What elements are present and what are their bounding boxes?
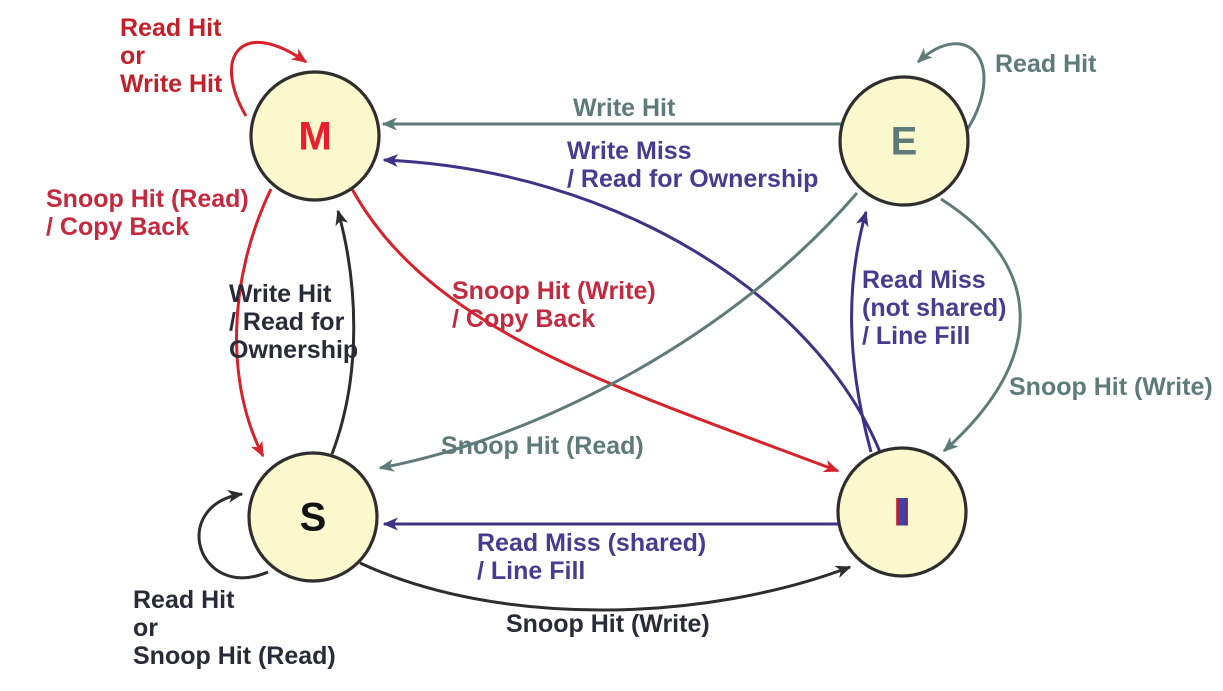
state-label-s: S [299,495,327,540]
edge-s-to-i [359,561,852,612]
label-i-to-e-read-miss-not-shared: Read Miss (not shared) / Line Fill [862,266,1007,350]
edge-e-to-i [940,197,1022,453]
state-node-s [247,451,379,583]
state-label-m: M [298,114,332,159]
label-s-to-m-write-hit-rfo: Write Hit / Read for Ownership [229,280,359,364]
state-label-e: E [890,119,918,164]
edge-s-to-m [330,209,356,455]
state-node-i [836,446,968,578]
label-s-self-read-hit-or-snoop-hit-read: Read Hit or Snoop Hit (Read) [133,586,336,670]
label-m-to-i-snoop-hit-write-copy-back: Snoop Hit (Write) / Copy Back [452,277,656,333]
edge-m-to-s [235,188,273,458]
edge-i-to-e [850,210,873,453]
edge-i-to-m [382,154,882,453]
label-e-to-i-snoop-hit-write: Snoop Hit (Write) [1009,373,1213,401]
edge-m-to-i [350,188,840,473]
state-node-m [249,70,381,202]
label-e-to-m-write-hit: Write Hit [573,94,676,122]
edge-m-self-loop [230,41,308,117]
state-label-i: I [896,490,908,535]
label-i-to-m-write-miss: Write Miss / Read for Ownership [567,137,819,193]
label-m-to-s-snoop-hit-read-copy-back: Snoop Hit (Read) / Copy Back [46,185,249,241]
label-m-self-read-or-write-hit: Read Hit or Write Hit [120,14,223,98]
edge-s-self-loop [197,489,269,580]
label-e-to-s-snoop-hit-read: Snoop Hit (Read) [441,432,644,460]
edge-e-to-s [378,192,859,472]
state-node-e [838,75,970,207]
label-i-to-s-read-miss-shared: Read Miss (shared) / Line Fill [477,529,707,585]
label-e-self-read-hit: Read Hit [995,50,1097,78]
label-s-to-i-snoop-hit-write: Snoop Hit (Write) [506,610,710,638]
edge-e-self-loop [916,42,986,131]
